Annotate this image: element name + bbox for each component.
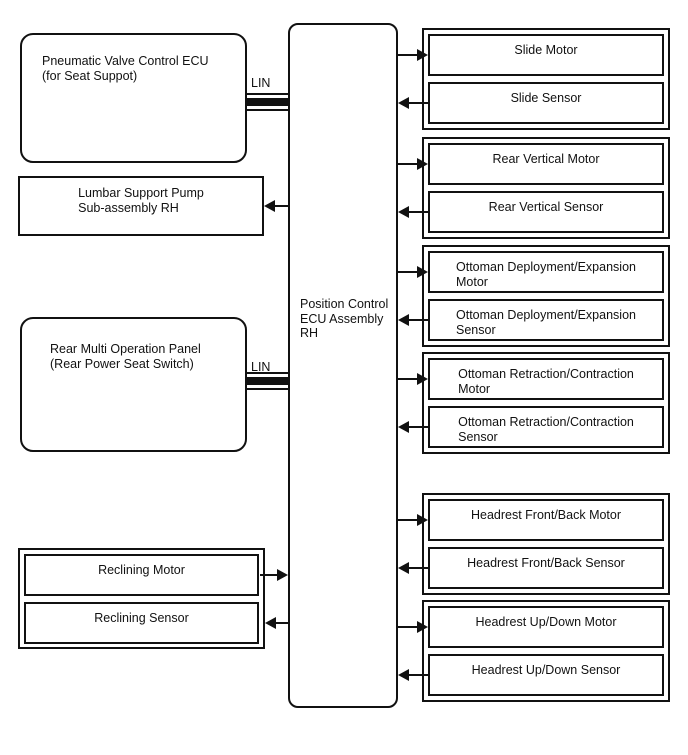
- slide-sensor-label: Slide Sensor: [510, 91, 582, 105]
- slide-motor-label: Slide Motor: [514, 43, 578, 57]
- arrow-to-headrest-up-down-motor-line: [398, 626, 419, 628]
- arrow-from-ottoman-deployment-sensor-line: [409, 319, 428, 321]
- lin-bus-top: [247, 93, 288, 111]
- ottoman-retraction-sensor-box: Ottoman Retraction/Contraction Sensor: [428, 406, 664, 448]
- lumbar-support-pump-label: Lumbar Support Pump Sub-assembly RH: [78, 186, 204, 215]
- ottoman-retraction-motor-box: Ottoman Retraction/Contraction Motor: [428, 358, 664, 400]
- arrow-from-ottoman-retraction-sensor-line: [409, 426, 428, 428]
- lin-bus-bottom-line-lower: [247, 388, 288, 390]
- position-control-ecu-box: Position Control ECU Assembly RH: [288, 23, 398, 708]
- arrow-to-rear-vertical-motor-head: [417, 158, 428, 170]
- headrest-front-back-sensor-label: Headrest Front/Back Sensor: [467, 556, 625, 570]
- reclining-motor-label: Reclining Motor: [98, 563, 185, 577]
- rear-vertical-motor-label: Rear Vertical Motor: [492, 152, 600, 166]
- arrow-to-headrest-front-back-motor-line: [398, 519, 419, 521]
- lin-bus-bottom-line-upper: [247, 372, 288, 374]
- lin-label-bottom: LIN: [251, 360, 271, 374]
- lin-bus-top-line-upper: [247, 93, 288, 95]
- slide-group-frame: Slide Motor Slide Sensor: [422, 28, 670, 130]
- ottoman-retraction-group-frame: Ottoman Retraction/Contraction Motor Ott…: [422, 352, 670, 454]
- headrest-front-back-motor-box: Headrest Front/Back Motor: [428, 499, 664, 541]
- rear-vertical-group-frame: Rear Vertical Motor Rear Vertical Sensor: [422, 137, 670, 239]
- headrest-up-down-sensor-box: Headrest Up/Down Sensor: [428, 654, 664, 696]
- headrest-up-down-group-frame: Headrest Up/Down Motor Headrest Up/Down …: [422, 600, 670, 702]
- headrest-up-down-motor-label: Headrest Up/Down Motor: [475, 615, 617, 629]
- arrow-to-ottoman-deployment-motor-head: [417, 266, 428, 278]
- headrest-front-back-sensor-box: Headrest Front/Back Sensor: [428, 547, 664, 589]
- arrow-from-slide-sensor-head: [398, 97, 409, 109]
- ottoman-retraction-sensor-label: Ottoman Retraction/Contraction Sensor: [458, 415, 634, 444]
- rear-multi-operation-panel-box: Rear Multi Operation Panel (Rear Power S…: [20, 317, 247, 452]
- slide-sensor-box: Slide Sensor: [428, 82, 664, 124]
- arrow-from-headrest-up-down-sensor-line: [409, 674, 428, 676]
- arrow-to-rear-vertical-motor-line: [398, 163, 419, 165]
- reclining-sensor-label: Reclining Sensor: [94, 611, 189, 625]
- rear-vertical-motor-box: Rear Vertical Motor: [428, 143, 664, 185]
- reclining-sensor-box: Reclining Sensor: [24, 602, 259, 644]
- arrow-from-headrest-up-down-sensor-head: [398, 669, 409, 681]
- ottoman-deployment-motor-label: Ottoman Deployment/Expansion Motor: [456, 260, 636, 289]
- ottoman-deployment-sensor-label: Ottoman Deployment/Expansion Sensor: [456, 308, 636, 337]
- arrow-to-ottoman-retraction-motor-head: [417, 373, 428, 385]
- headrest-up-down-motor-box: Headrest Up/Down Motor: [428, 606, 664, 648]
- slide-motor-box: Slide Motor: [428, 34, 664, 76]
- ottoman-deployment-group-frame: Ottoman Deployment/Expansion Motor Ottom…: [422, 245, 670, 347]
- ottoman-deployment-sensor-box: Ottoman Deployment/Expansion Sensor: [428, 299, 664, 341]
- arrow-from-reclining-motor-line: [260, 574, 277, 576]
- reclining-motor-box: Reclining Motor: [24, 554, 259, 596]
- arrow-to-lumbar-pump-head: [264, 200, 275, 212]
- lumbar-support-pump-box: Lumbar Support Pump Sub-assembly RH: [18, 176, 264, 236]
- arrow-to-ottoman-deployment-motor-line: [398, 271, 419, 273]
- arrow-to-reclining-sensor-line: [276, 622, 288, 624]
- arrow-from-rear-vertical-sensor-line: [409, 211, 428, 213]
- arrow-from-ottoman-retraction-sensor-head: [398, 421, 409, 433]
- rear-multi-operation-panel-label: Rear Multi Operation Panel (Rear Power S…: [50, 342, 201, 371]
- ottoman-retraction-motor-label: Ottoman Retraction/Contraction Motor: [458, 367, 634, 396]
- lin-label-top: LIN: [251, 76, 271, 90]
- rear-vertical-sensor-label: Rear Vertical Sensor: [488, 200, 604, 214]
- arrow-to-ottoman-retraction-motor-line: [398, 378, 419, 380]
- arrow-to-lumbar-pump-line: [275, 205, 288, 207]
- lin-bus-top-line-lower: [247, 109, 288, 111]
- headrest-up-down-sensor-label: Headrest Up/Down Sensor: [471, 663, 621, 677]
- arrow-from-headrest-front-back-sensor-head: [398, 562, 409, 574]
- lin-bus-bottom: [247, 372, 288, 390]
- reclining-group-frame: Reclining Motor Reclining Sensor: [18, 548, 265, 649]
- pneumatic-valve-ecu-box: Pneumatic Valve Control ECU (for Seat Su…: [20, 33, 247, 163]
- lin-bus-bottom-bar: [247, 377, 288, 385]
- headrest-front-back-motor-label: Headrest Front/Back Motor: [470, 508, 622, 522]
- headrest-front-back-group-frame: Headrest Front/Back Motor Headrest Front…: [422, 493, 670, 595]
- arrow-from-headrest-front-back-sensor-line: [409, 567, 428, 569]
- lin-bus-top-bar: [247, 98, 288, 106]
- position-control-ecu-label: Position Control ECU Assembly RH: [300, 297, 389, 340]
- arrow-from-ottoman-deployment-sensor-head: [398, 314, 409, 326]
- arrow-to-reclining-sensor-head: [265, 617, 276, 629]
- arrow-from-rear-vertical-sensor-head: [398, 206, 409, 218]
- ottoman-deployment-motor-box: Ottoman Deployment/Expansion Motor: [428, 251, 664, 293]
- arrow-from-slide-sensor-line: [409, 102, 428, 104]
- arrow-to-headrest-front-back-motor-head: [417, 514, 428, 526]
- arrow-to-slide-motor-line: [398, 54, 419, 56]
- pneumatic-valve-ecu-label: Pneumatic Valve Control ECU (for Seat Su…: [42, 54, 209, 83]
- rear-vertical-sensor-box: Rear Vertical Sensor: [428, 191, 664, 233]
- arrow-to-headrest-up-down-motor-head: [417, 621, 428, 633]
- arrow-from-reclining-motor-head: [277, 569, 288, 581]
- arrow-to-slide-motor-head: [417, 49, 428, 61]
